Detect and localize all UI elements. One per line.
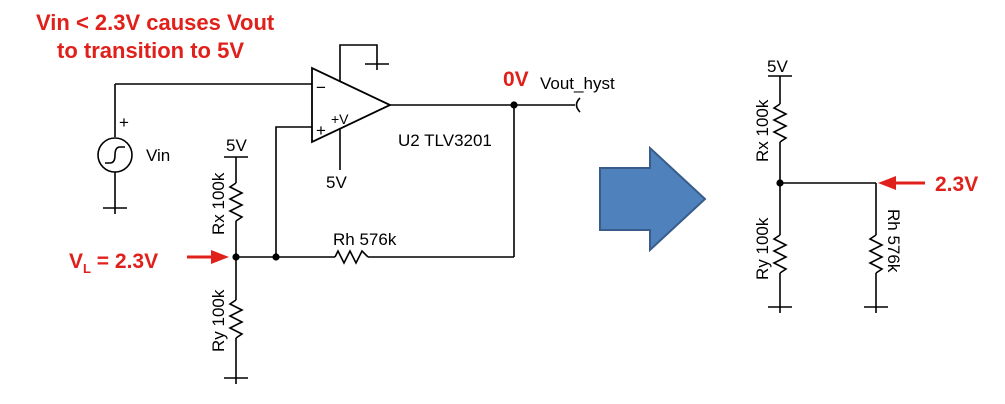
op-amp-u2: − + +V 5V U2 TLV3201 (311, 44, 492, 192)
rx-label: Rx 100k (209, 172, 228, 235)
rh-resistor (334, 249, 369, 265)
opamp-name: U2 TLV3201 (398, 131, 492, 150)
opamp-plus-sign: + (316, 121, 326, 140)
vin-source: + Vin (97, 84, 170, 214)
right-ry-resistor (772, 234, 788, 274)
divider-junction (232, 253, 240, 261)
right-circuit: 5V Rx 100k Ry 100k Rh 576k 2.3V (753, 57, 978, 313)
left-divider: 5V Rx 100k Ry 100k (209, 136, 248, 384)
opamp-minus-sign: − (316, 78, 326, 97)
noninverting-input-wire (275, 126, 312, 257)
right-rx-resistor (772, 103, 788, 143)
noninverting-junction (272, 253, 280, 261)
opamp-bottom-supply-label: 5V (326, 173, 347, 192)
vl-arrow-icon (211, 250, 229, 264)
ry-resistor (228, 299, 244, 339)
output-terminal-icon (575, 97, 581, 113)
right-ry-label: Ry 100k (753, 217, 772, 280)
rx-resistor (228, 182, 244, 222)
vl-annotation: VL = 2.3V (69, 250, 158, 276)
right-node-annotation: 2.3V (935, 173, 978, 196)
divider-supply-label: 5V (226, 136, 247, 155)
vout-value-annotation: 0V (503, 68, 529, 91)
output-label: Vout_hyst (540, 74, 615, 93)
right-supply-label: 5V (767, 57, 788, 76)
transform-arrow-icon (599, 145, 707, 253)
opamp-top-supply-wire (339, 44, 378, 82)
vin-label: Vin (146, 146, 170, 165)
right-rx-label: Rx 100k (753, 99, 772, 162)
right-rh-label: Rh 576k (884, 209, 903, 273)
comparator-icon (311, 66, 393, 144)
left-circuit: + Vin − + +V 5V U2 TLV3201 Vout_hyst 0V (36, 10, 615, 384)
node-arrow-icon (878, 176, 896, 190)
right-rh-resistor (868, 234, 884, 274)
rh-label: Rh 576k (333, 230, 397, 249)
step-source-icon (105, 146, 125, 164)
ry-label: Ry 100k (209, 289, 228, 352)
vin-plus-sign: + (119, 113, 129, 132)
vin-note-line1: Vin < 2.3V causes Vout (36, 10, 275, 35)
vin-note-line2: to transition to 5V (57, 38, 244, 63)
opamp-supply-label: +V (331, 111, 349, 127)
